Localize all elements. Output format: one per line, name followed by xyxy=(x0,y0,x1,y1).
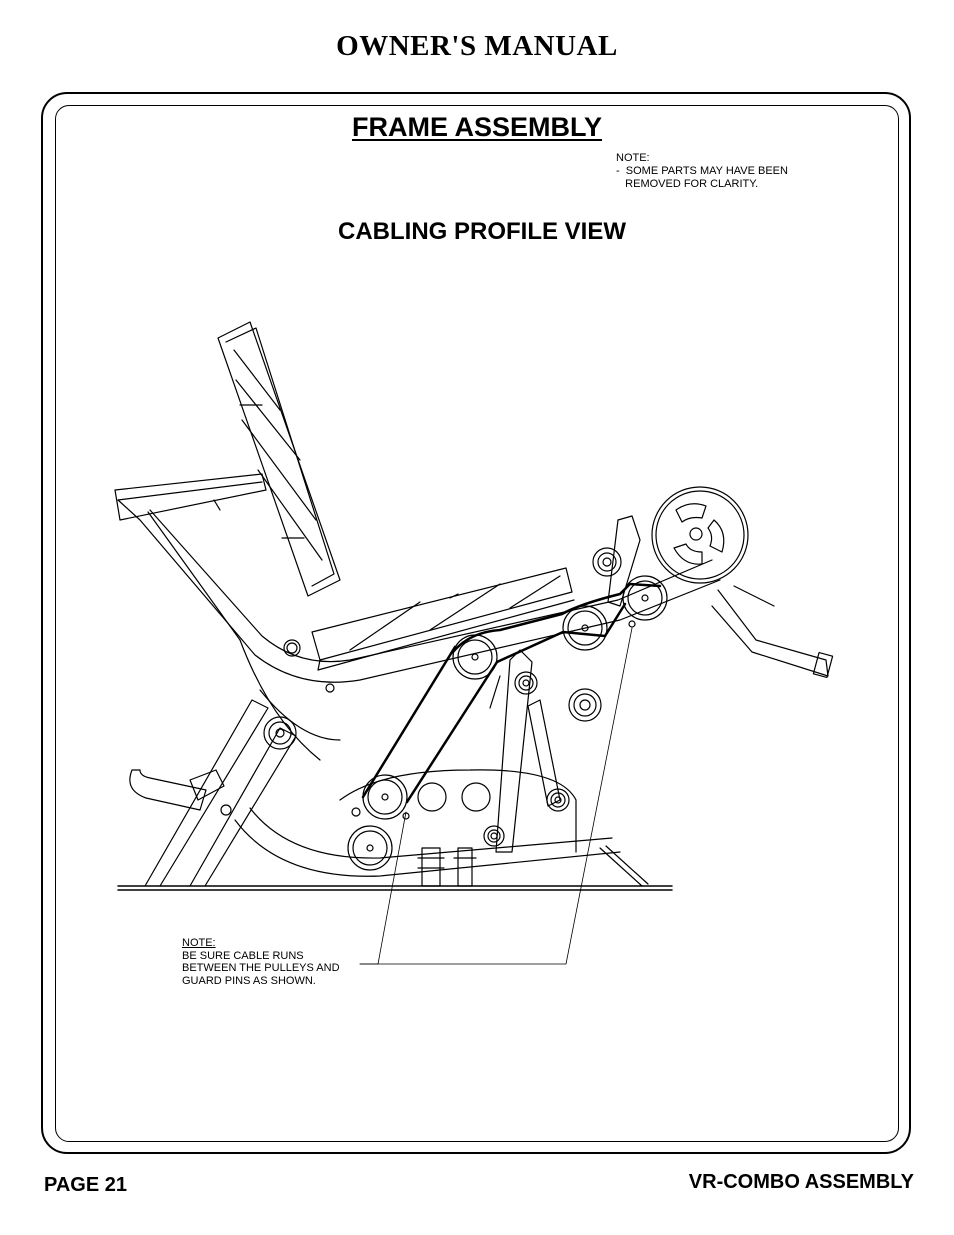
backrest-pad xyxy=(217,321,341,597)
note-bottom-line-2: BETWEEN THE PULLEYS AND xyxy=(182,962,340,974)
manual-title: OWNER'S MANUAL xyxy=(336,30,618,62)
cable xyxy=(361,582,662,804)
base-rail xyxy=(117,845,673,891)
pulleys xyxy=(263,547,668,871)
note-bottom-heading: NOTE: xyxy=(182,937,216,949)
base-bolts xyxy=(417,847,477,887)
view-title: CABLING PROFILE VIEW xyxy=(338,218,626,245)
note-bottom-line-3: GUARD PINS AS SHOWN. xyxy=(182,974,316,987)
inner-border xyxy=(55,105,899,1142)
note-top-heading: NOTE: xyxy=(616,152,650,164)
front-handle xyxy=(129,769,225,811)
note-top-line-2: REMOVED FOR CLARITY. xyxy=(616,178,759,190)
linkage xyxy=(489,515,641,853)
product-name: VR-COMBO ASSEMBLY xyxy=(688,1171,914,1193)
leg-arm xyxy=(711,585,834,679)
seat-pad xyxy=(311,567,575,671)
weight-disc xyxy=(651,486,749,584)
note-top-line-1: - SOME PARTS MAY HAVE BEEN xyxy=(616,165,788,177)
main-frame xyxy=(117,499,721,877)
note-bottom-line-1: BE SURE CABLE RUNS xyxy=(182,949,304,962)
housing xyxy=(220,620,636,853)
leader-lines xyxy=(359,627,633,965)
backrest-support xyxy=(114,473,267,521)
note-top: NOTE:- SOME PARTS MAY HAVE BEEN REMOVED … xyxy=(616,152,788,191)
outer-border xyxy=(41,92,911,1154)
section-title: FRAME ASSEMBLY xyxy=(351,112,603,142)
rear-leg xyxy=(144,699,297,887)
page-number: PAGE 21 xyxy=(44,1174,127,1196)
